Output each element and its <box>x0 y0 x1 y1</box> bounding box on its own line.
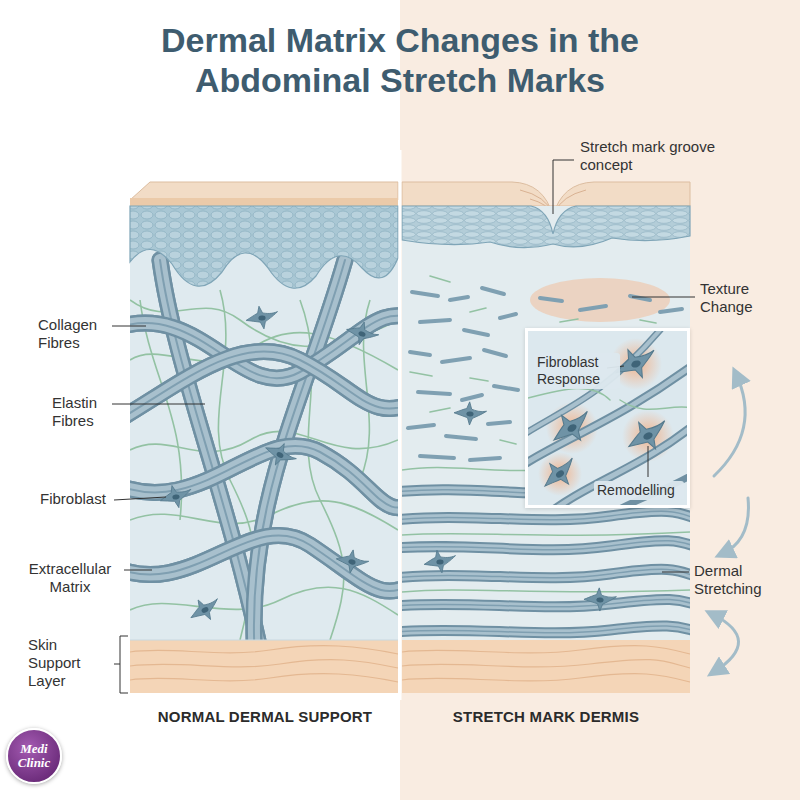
inset-label: Remodelling <box>594 481 684 500</box>
part-label: Fibroblast <box>40 490 114 508</box>
part-label: Extracellular Matrix <box>18 560 122 596</box>
callout-label: Dermal Stretching <box>694 562 784 598</box>
logo-badge: Medi Clinic <box>6 728 62 784</box>
diagram-title: Dermal Matrix Changes in the Abdominal S… <box>70 20 730 100</box>
panel-caption: NORMAL DERMAL SUPPORT <box>130 708 400 726</box>
part-label: Elastin Fibres <box>52 394 110 430</box>
inset-label: Fibroblast Response <box>534 353 620 389</box>
panel-caption: STRETCH MARK DERMIS <box>402 708 690 726</box>
inset-box: Fibroblast ResponseRemodelling <box>525 328 690 508</box>
part-label: Collagen Fibres <box>38 316 110 352</box>
part-label: Skin Support Layer <box>28 636 98 690</box>
callout-label: Stretch mark groove concept <box>580 138 730 174</box>
callout-label: Texture Change <box>700 280 780 316</box>
logo-text: Medi Clinic <box>14 742 54 770</box>
